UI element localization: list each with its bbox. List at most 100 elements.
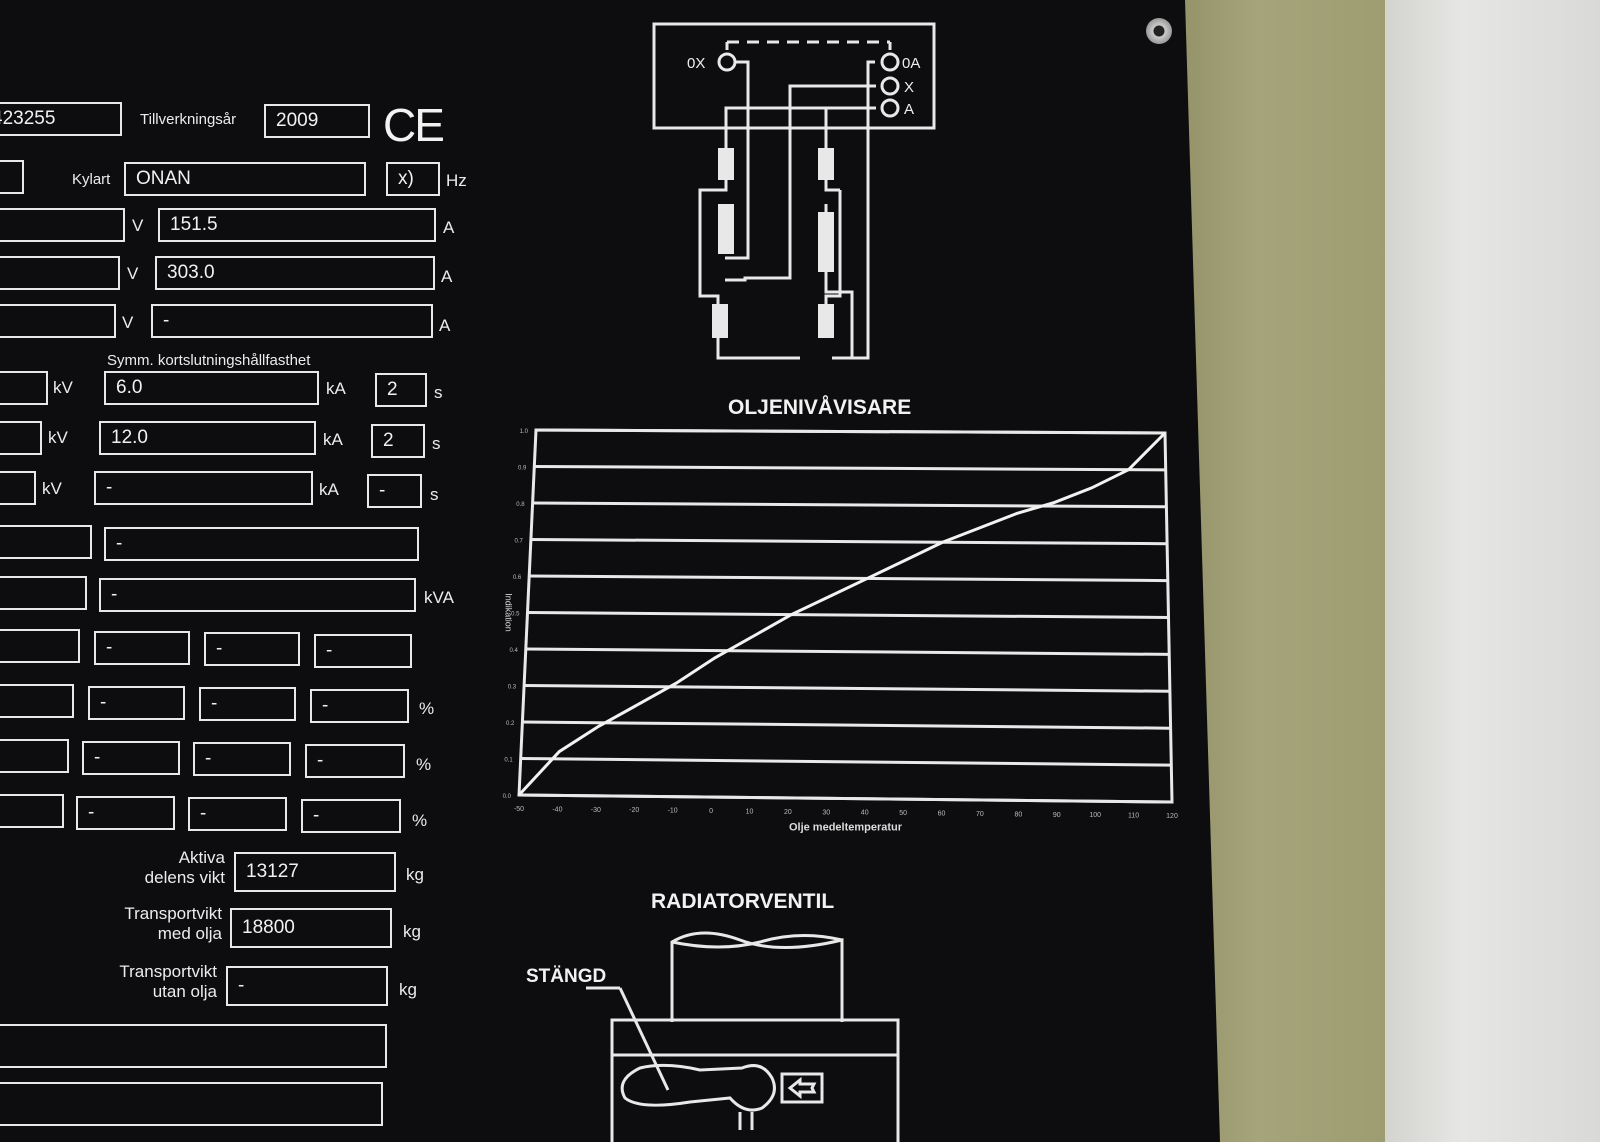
grid-field-3-2: - [193,742,291,776]
unit-a-2: A [441,267,453,286]
unit-ka-1: kA [326,379,346,398]
x-tick-label: 10 [746,808,754,815]
kv-field-2 [0,421,42,455]
unit-kva: kVA [424,588,454,607]
x-tick-label: 0 [709,808,713,815]
diagram-frame [652,22,936,130]
grid-field-1-2: - [204,632,300,666]
weight-label-3-line2: utan olja [152,982,217,1001]
valve-body [610,1018,900,1142]
weight-label-3: Transportvikt utan olja [85,962,217,1002]
grid-left-4 [0,794,64,828]
grid-field-1-1: - [94,631,190,665]
y-tick-label: 0.4 [509,648,518,654]
grid-field-4-1: - [76,796,175,830]
misc-left-field-1 [0,525,92,559]
weight-label-2: Transportvikt med olja [90,904,222,944]
weight-label-2-line1: Transportvikt [124,904,222,923]
unit-kv-1: kV [53,378,73,397]
arrow-left-icon [787,1076,817,1100]
valve-title: RADIATORVENTIL [651,890,835,913]
x-tick-label: 30 [822,809,830,816]
cooling-label: Kylart [72,171,111,188]
unit-pct-2: % [416,755,432,774]
wire-0x [725,60,750,260]
year-label: Tillverkningsår [140,111,237,128]
x-tick-label: 120 [1166,813,1178,820]
unit-s-3: s [430,485,439,504]
s-field-1: 2 [375,373,427,407]
grid-line [527,611,1169,619]
x-tick-label: 40 [861,810,869,817]
s-field-2: 2 [371,424,425,458]
rating-plate [0,0,1220,1142]
current-field-2: 303.0 [155,256,435,290]
unit-kg-3: kg [399,980,417,999]
x-tick-label: 70 [976,811,984,818]
y-tick-label: 0.3 [508,685,517,691]
unit-v-3: V [122,313,134,332]
y-tick-label: 1.0 [520,429,529,435]
terminal-label-x: X [904,79,914,96]
y-tick-label: 0.7 [515,539,524,545]
x-tick-label: 20 [784,809,792,816]
terminal-0a-icon [880,52,900,72]
valve-state-label: STÄNGD [526,966,607,987]
valve-pointer [618,987,670,1091]
grid-left-2 [0,684,74,718]
grid-field-2-2: - [199,687,296,721]
unit-a-1: A [443,218,455,237]
y-tick-label: 0.8 [516,502,525,508]
weight-label-3-line1: Transportvikt [119,962,217,981]
ka-field-2: 12.0 [99,421,316,455]
voltage-field-3 [0,304,116,338]
current-field-1: 151.5 [158,208,436,242]
grid-line [520,757,1172,767]
bottom-field-2 [0,1082,383,1126]
grid-line [525,647,1170,656]
chart-ylabel: Indikation [504,593,514,632]
ka-field-1: 6.0 [104,371,319,405]
y-tick-label: 0.0 [503,794,512,800]
weight-label-1-line2: delens vikt [144,868,225,887]
unit-pct-3: % [412,811,428,830]
weight-field-1: 13127 [234,852,396,892]
unit-s-2: s [432,434,441,453]
screw-icon [1146,18,1172,44]
unit-kv-2: kV [48,428,68,447]
grid-line [522,720,1171,730]
terminal-a-icon [880,98,900,118]
y-tick-label: 0.5 [511,612,520,618]
x-tick-label: 90 [1053,812,1061,819]
x-tick-label: 60 [938,811,946,818]
valve-stem [738,1112,754,1130]
grid-field-2-3: - [310,689,409,723]
voltage-field-2 [0,256,120,290]
valve-pipe-top [671,934,843,949]
x-tick-label: 100 [1089,812,1101,819]
weight-label-2-line2: med olja [157,924,222,943]
grid-line [532,501,1167,509]
cooling-field: ONAN [124,162,366,196]
misc-field-1: - [104,527,419,561]
serial-number-field: 423255 [0,102,122,136]
voltage-field-1 [0,208,125,242]
x-tick-label: -20 [629,807,639,814]
grid-line [530,538,1168,546]
kv-field-3 [0,471,36,505]
weight-label-1: Aktiva delens vikt [110,848,225,888]
unit-kg-2: kg [403,922,421,941]
terminal-label-0x: 0X [687,55,705,72]
winding-icon [818,148,834,180]
cooling-left-field [0,160,24,194]
short-circuit-label: Symm. kortslutningshållfasthet [107,352,311,369]
grid-field-1-3: - [314,634,412,668]
unit-v-1: V [132,216,144,235]
s-field-3: - [367,474,422,508]
y-tick-label: 0.2 [506,721,515,727]
grid-line [524,684,1170,693]
x-tick-label: -40 [552,806,562,813]
unit-ka-3: kA [319,480,339,499]
x-tick-label: -50 [514,806,524,813]
